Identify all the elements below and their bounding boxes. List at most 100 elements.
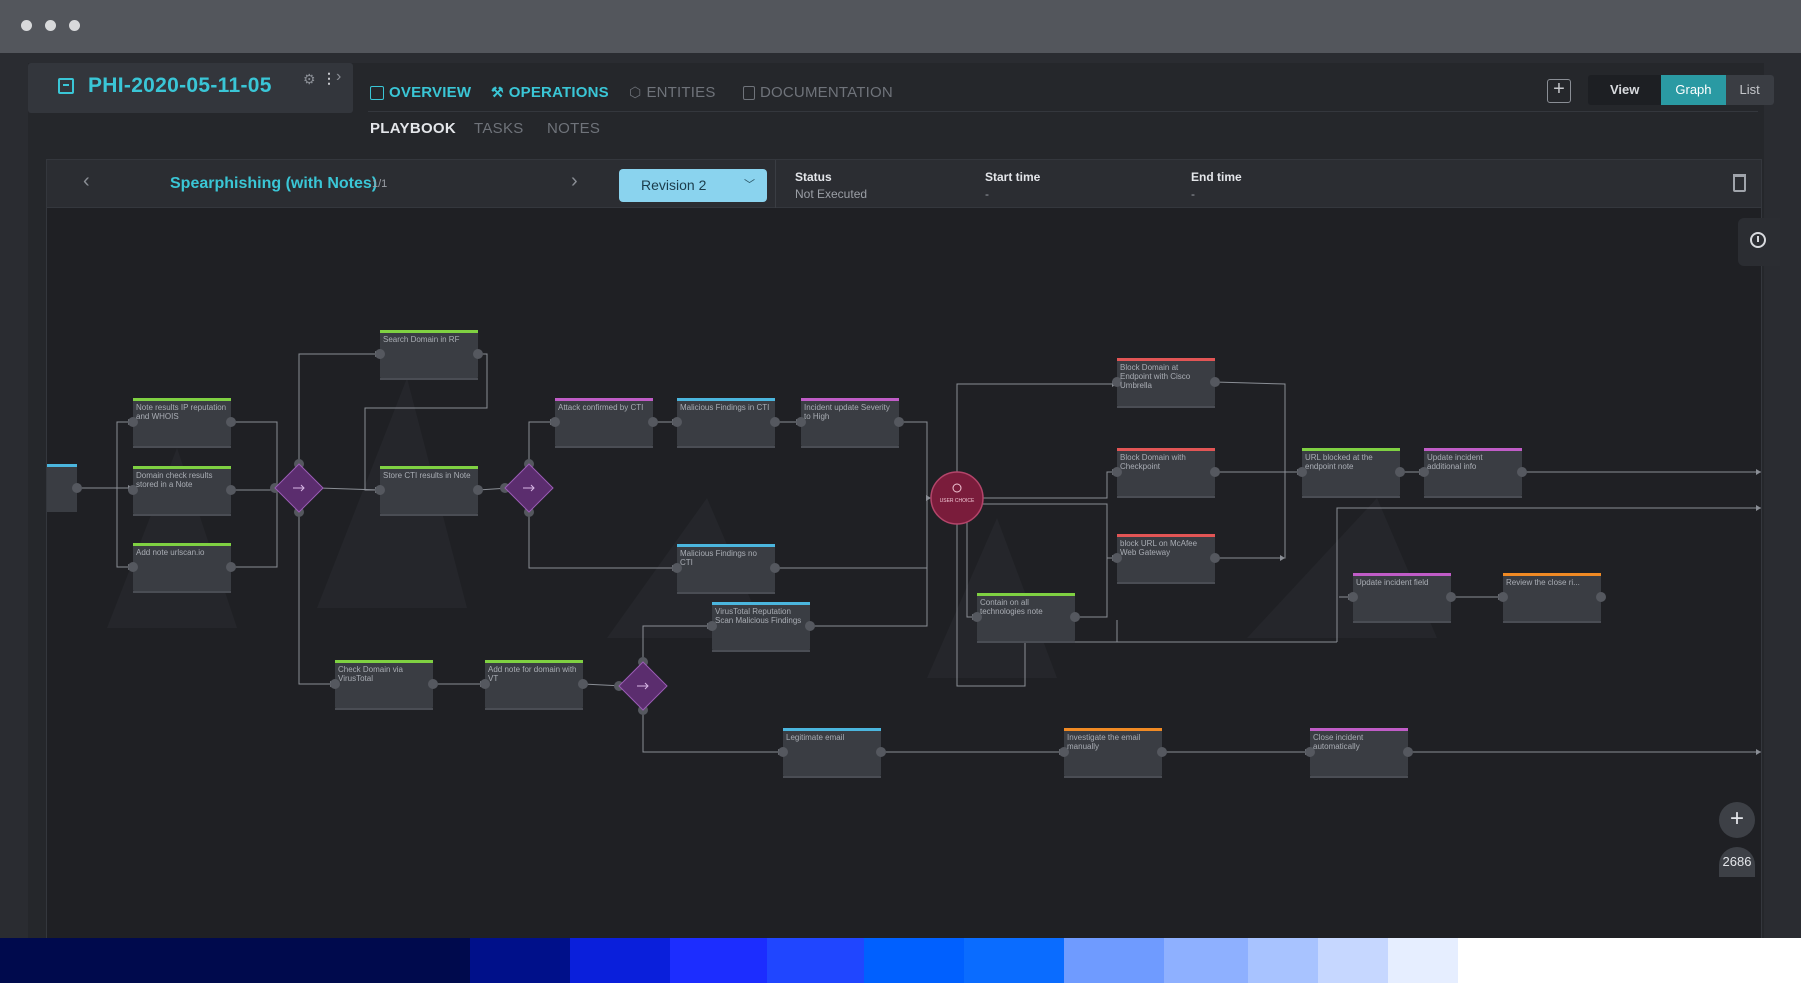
- task-node-text-wrap: block URL on McAfee Web Gateway: [1120, 539, 1198, 557]
- task-node-label: Block Domain with Checkpoint: [1120, 453, 1186, 471]
- task-node-label: VirusTotal Reputation Scan Malicious Fin…: [715, 607, 802, 625]
- tab-documentation[interactable]: DOCUMENTATION: [743, 84, 893, 101]
- toolbar-divider: [775, 160, 776, 208]
- task-node[interactable]: Domain check results stored in a Note: [128, 466, 236, 516]
- list-view-button[interactable]: List: [1725, 75, 1774, 105]
- open-incident-icon[interactable]: [58, 78, 74, 94]
- previous-playbook-icon[interactable]: ‹: [83, 170, 90, 192]
- revision-select[interactable]: Revision 2 ﹀: [619, 169, 767, 202]
- task-node-box: [1353, 573, 1451, 621]
- task-node[interactable]: Investigate the email manually: [1059, 728, 1167, 778]
- task-node-color-bar: [133, 466, 231, 469]
- next-playbook-icon[interactable]: ›: [571, 170, 578, 192]
- task-node[interactable]: Add note for domain with VT: [480, 660, 588, 710]
- end-time-meta: End time -: [1191, 170, 1242, 201]
- gear-icon[interactable]: ⚙: [303, 71, 316, 87]
- tab-operations[interactable]: ⚒ OPERATIONS: [491, 84, 609, 101]
- view-label: View: [1610, 82, 1640, 97]
- task-node-label: URL blocked at the endpoint note: [1305, 453, 1373, 471]
- task-node[interactable]: Malicious Findings in CTI: [672, 398, 780, 448]
- subtab-playbook[interactable]: PLAYBOOK: [370, 120, 457, 137]
- timer-panel[interactable]: [1738, 218, 1780, 266]
- port-dot: [672, 563, 682, 573]
- task-node[interactable]: block URL on McAfee Web Gateway: [1112, 534, 1220, 584]
- task-node[interactable]: Incident update Severity to High: [796, 398, 904, 448]
- port-dot: [128, 417, 138, 427]
- task-node[interactable]: Contain on all technologies note: [972, 593, 1080, 643]
- graph-edge: [1075, 558, 1108, 618]
- strip-segment: [864, 938, 964, 983]
- task-node-box: [677, 544, 775, 592]
- end-time-value: -: [1191, 187, 1195, 201]
- strip-segment: [1458, 938, 1801, 983]
- task-node[interactable]: Attack confirmed by CTI: [550, 398, 658, 448]
- port-dot: [473, 485, 483, 495]
- task-node[interactable]: Close incident automatically: [1305, 728, 1413, 778]
- graph-edge: [116, 488, 133, 568]
- task-node-shadow: [1117, 496, 1215, 498]
- strip-segment: [964, 938, 1064, 983]
- add-button[interactable]: +: [1547, 79, 1571, 103]
- graph-view-button[interactable]: Graph: [1661, 75, 1726, 105]
- tab-documentation-label: DOCUMENTATION: [760, 84, 893, 101]
- tab-overview[interactable]: OVERVIEW: [370, 84, 471, 101]
- playbook-graph: Note results IP reputation and WHOIS Doma…: [47, 330, 1761, 778]
- status-meta: Status Not Executed: [795, 170, 867, 201]
- port-dot: [1210, 553, 1220, 563]
- task-node-box: [380, 466, 478, 514]
- trash-icon[interactable]: [1733, 174, 1746, 192]
- task-node[interactable]: Block Domain with Checkpoint: [1112, 448, 1220, 498]
- task-node[interactable]: Check Domain via VirusTotal: [330, 660, 438, 710]
- main-content: PHI-2020-05-11-05 ⚙ ⋮ › OVERVIEW ⚒ OPERA…: [28, 63, 1780, 938]
- task-node[interactable]: Legitimate email: [778, 728, 886, 778]
- bottom-color-strip: [0, 938, 1801, 983]
- gateway-diamond[interactable]: [270, 459, 324, 517]
- document-icon: [743, 85, 755, 100]
- task-node-box: [677, 398, 775, 446]
- window-minimize-dot[interactable]: [45, 20, 56, 31]
- task-node-label: Note results IP reputation and WHOIS: [136, 403, 227, 421]
- task-node-label: Search Domain in RF: [383, 335, 460, 344]
- task-node-box: [485, 660, 583, 708]
- task-node[interactable]: Malicious Findings no CTI: [672, 544, 780, 594]
- task-node[interactable]: Store CTI results in Note: [375, 466, 483, 516]
- task-node-shadow: [555, 446, 653, 448]
- window-close-dot[interactable]: [21, 20, 32, 31]
- gateway-diamond[interactable]: [500, 459, 554, 517]
- task-node[interactable]: Review the close ri...: [1498, 573, 1606, 623]
- zoom-in-button[interactable]: +: [1719, 802, 1755, 838]
- task-node-label: block URL on McAfee Web Gateway: [1120, 539, 1198, 557]
- task-node-color-bar: [1503, 573, 1601, 576]
- subtab-notes[interactable]: NOTES: [547, 120, 601, 137]
- task-node[interactable]: Note results IP reputation and WHOIS: [128, 398, 236, 448]
- port-dot: [1446, 592, 1456, 602]
- task-node[interactable]: Add note urlscan.io: [128, 543, 236, 593]
- graph-edge: [364, 353, 488, 491]
- task-node[interactable]: Search Domain in RF: [375, 330, 483, 380]
- task-node-label: Investigate the email manually: [1067, 733, 1141, 751]
- more-options-icon[interactable]: ⋮: [322, 70, 336, 86]
- task-node[interactable]: Block Domain at Endpoint with Cisco Umbr…: [1112, 358, 1220, 408]
- task-node[interactable]: Update incident field: [1348, 573, 1456, 623]
- gateway-diamond[interactable]: [614, 657, 668, 715]
- task-node-shadow: [380, 378, 478, 380]
- task-node-color-bar: [380, 466, 478, 469]
- subtab-tasks[interactable]: TASKS: [474, 120, 524, 137]
- port-dot: [578, 679, 588, 689]
- port-dot: [473, 349, 483, 359]
- port-dot: [226, 562, 236, 572]
- task-node[interactable]: Update incident additional info: [1419, 448, 1527, 498]
- playbook-graph-canvas[interactable]: Note results IP reputation and WHOIS Doma…: [47, 208, 1761, 938]
- incident-title[interactable]: PHI-2020-05-11-05: [88, 74, 272, 97]
- task-node-box: [133, 398, 231, 446]
- tab-entities[interactable]: ⬡ ENTITIES: [629, 84, 716, 101]
- port-dot: [1596, 592, 1606, 602]
- user-choice-node[interactable]: USER CHOICE: [930, 471, 984, 525]
- window-maximize-dot[interactable]: [69, 20, 80, 31]
- task-node-color-bar: [677, 544, 775, 547]
- start-node[interactable]: [47, 464, 82, 512]
- chevron-right-icon[interactable]: ›: [336, 68, 342, 85]
- task-node[interactable]: VirusTotal Reputation Scan Malicious Fin…: [707, 602, 815, 652]
- task-node[interactable]: URL blocked at the endpoint note: [1297, 448, 1405, 498]
- task-node-text-wrap: Note results IP reputation and WHOIS: [136, 403, 227, 421]
